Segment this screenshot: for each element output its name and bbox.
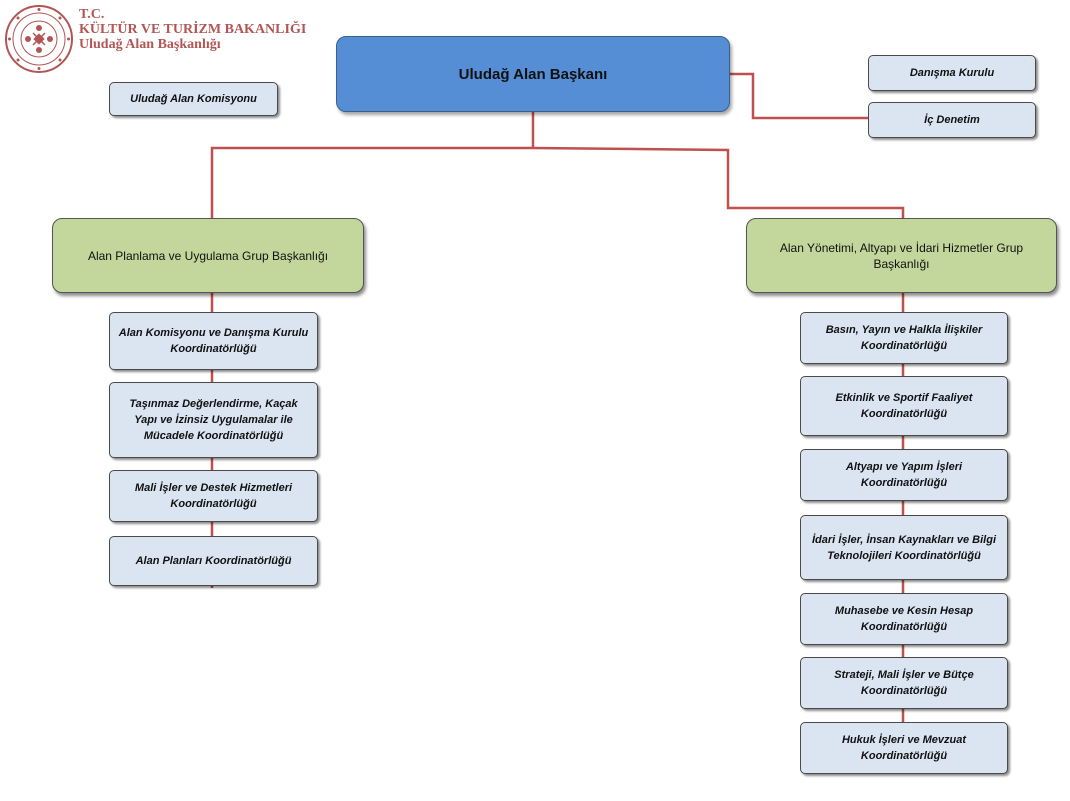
right-unit-3: Altyapı ve Yapım İşleri Koordinatörlüğü — [800, 449, 1008, 501]
right-unit-6-label: Strateji, Mali İşler ve Bütçe Koordinatö… — [834, 669, 974, 697]
internal-audit-box: İç Denetim — [868, 102, 1036, 138]
ministry-seal-logo — [5, 5, 73, 73]
internal-audit-label: İç Denetim — [924, 114, 980, 126]
right-unit-5-label: Muhasebe ve Kesin Hesap Koordinatörlüğü — [834, 605, 974, 633]
left-unit-1: Alan Komisyonu ve Danışma Kurulu Koordin… — [109, 312, 318, 370]
left-group-label: Alan Planlama ve Uygulama Grup Başkanlığ… — [87, 248, 329, 263]
head-label: Uludağ Alan Başkanı — [458, 65, 608, 83]
right-unit-7-label: Hukuk İşleri ve Mevzuat Koordinatörlüğü — [841, 734, 967, 762]
connector-to-left-group — [210, 146, 533, 218]
commission-box: Uludağ Alan Komisyonu — [109, 82, 278, 116]
right-unit-4: İdari İşler, İnsan Kaynakları ve Bilgi T… — [800, 515, 1008, 580]
right-unit-2-label: Etkinlik ve Sportif Faaliyet Koordinatör… — [835, 392, 973, 420]
connector-to-right-group — [532, 146, 905, 218]
left-unit-4-label: Alan Planları Koordinatörlüğü — [135, 555, 292, 567]
right-unit-3-label: Altyapı ve Yapım İşleri Koordinatörlüğü — [845, 461, 963, 489]
advisory-board-box: Danışma Kurulu — [868, 55, 1036, 91]
right-unit-6: Strateji, Mali İşler ve Bütçe Koordinatö… — [800, 657, 1008, 709]
left-group-box: Alan Planlama ve Uygulama Grup Başkanlığ… — [52, 218, 364, 293]
header-office: Uludağ Alan Başkanlığı — [79, 37, 221, 52]
left-unit-4: Alan Planları Koordinatörlüğü — [109, 536, 318, 586]
right-unit-2: Etkinlik ve Sportif Faaliyet Koordinatör… — [800, 376, 1008, 436]
left-unit-1-label: Alan Komisyonu ve Danışma Kurulu Koordin… — [118, 327, 309, 355]
right-group-box: Alan Yönetimi, Altyapı ve İdari Hizmetle… — [746, 218, 1057, 293]
right-unit-1-label: Basın, Yayın ve Halkla İlişkiler Koordin… — [825, 324, 983, 352]
commission-label: Uludağ Alan Komisyonu — [130, 93, 257, 105]
right-unit-5: Muhasebe ve Kesin Hesap Koordinatörlüğü — [800, 593, 1008, 645]
left-unit-3-label: Mali İşler ve Destek Hizmetleri Koordina… — [134, 482, 293, 510]
right-unit-7: Hukuk İşleri ve Mevzuat Koordinatörlüğü — [800, 722, 1008, 774]
right-group-label: Alan Yönetimi, Altyapı ve İdari Hizmetle… — [779, 240, 1024, 271]
left-unit-2: Taşınmaz Değerlendirme, Kaçak Yapı ve İz… — [109, 382, 318, 458]
right-unit-1: Basın, Yayın ve Halkla İlişkiler Koordin… — [800, 312, 1008, 364]
left-unit-2-label: Taşınmaz Değerlendirme, Kaçak Yapı ve İz… — [129, 398, 298, 442]
right-unit-4-label: İdari İşler, İnsan Kaynakları ve Bilgi T… — [811, 533, 997, 562]
head-box: Uludağ Alan Başkanı — [336, 36, 730, 112]
left-unit-3: Mali İşler ve Destek Hizmetleri Koordina… — [109, 470, 318, 522]
advisory-board-label: Danışma Kurulu — [909, 67, 995, 79]
header-ministry: KÜLTÜR VE TURİZM BAKANLIĞI — [79, 22, 307, 37]
connector-head-to-right-staff — [730, 72, 868, 120]
ministry-header: T.C. KÜLTÜR VE TURİZM BAKANLIĞI Uludağ A… — [79, 7, 306, 52]
header-tc: T.C. — [79, 7, 105, 22]
